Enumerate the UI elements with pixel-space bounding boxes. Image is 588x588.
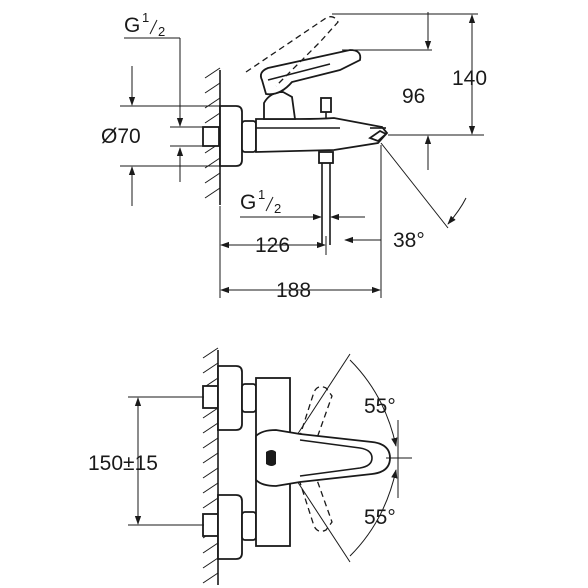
angle-38-label: 38° bbox=[393, 229, 425, 252]
wall-connector-top bbox=[202, 365, 257, 431]
length-dims: 126 188 bbox=[219, 145, 382, 302]
dim-126-label: 126 bbox=[255, 234, 290, 257]
thread-dim-bottom: G 1 2 bbox=[240, 187, 365, 221]
lever-logo-mark bbox=[266, 450, 276, 466]
angle-up-label: 55° bbox=[364, 395, 396, 418]
wall-connector-side bbox=[202, 105, 257, 167]
thread-top-base: G bbox=[124, 14, 140, 37]
dim-188-label: 188 bbox=[276, 279, 311, 302]
angle-dims-front: 55° 55° bbox=[349, 359, 412, 557]
wall-front bbox=[202, 347, 219, 585]
lever-front bbox=[255, 429, 391, 487]
angle-down-label: 55° bbox=[364, 506, 396, 529]
diameter-dim: Ø70 bbox=[101, 66, 222, 206]
centers-dim: 150±15 bbox=[88, 396, 204, 526]
front-view: 150±15 55° 55° bbox=[88, 347, 412, 585]
angle-dim-spout: 38° bbox=[344, 142, 467, 252]
mixer-body-side bbox=[245, 16, 389, 245]
dim-140-label: 140 bbox=[452, 67, 487, 90]
height-dims: 96 140 bbox=[332, 12, 487, 170]
wall-connector-bottom bbox=[202, 494, 257, 560]
centers-label: 150±15 bbox=[88, 452, 158, 475]
thread-bottom-den: 2 bbox=[274, 201, 281, 216]
thread-bottom-base: G bbox=[240, 191, 256, 214]
side-view: G 1 2 Ø70 96 140 bbox=[101, 10, 487, 302]
thread-bottom-num: 1 bbox=[258, 187, 265, 202]
diameter-label: Ø70 bbox=[101, 125, 141, 148]
thread-top-num: 1 bbox=[142, 10, 149, 25]
thread-top-den: 2 bbox=[158, 24, 165, 39]
thread-dim-top: G 1 2 bbox=[124, 10, 204, 182]
dim-96-label: 96 bbox=[402, 85, 425, 108]
